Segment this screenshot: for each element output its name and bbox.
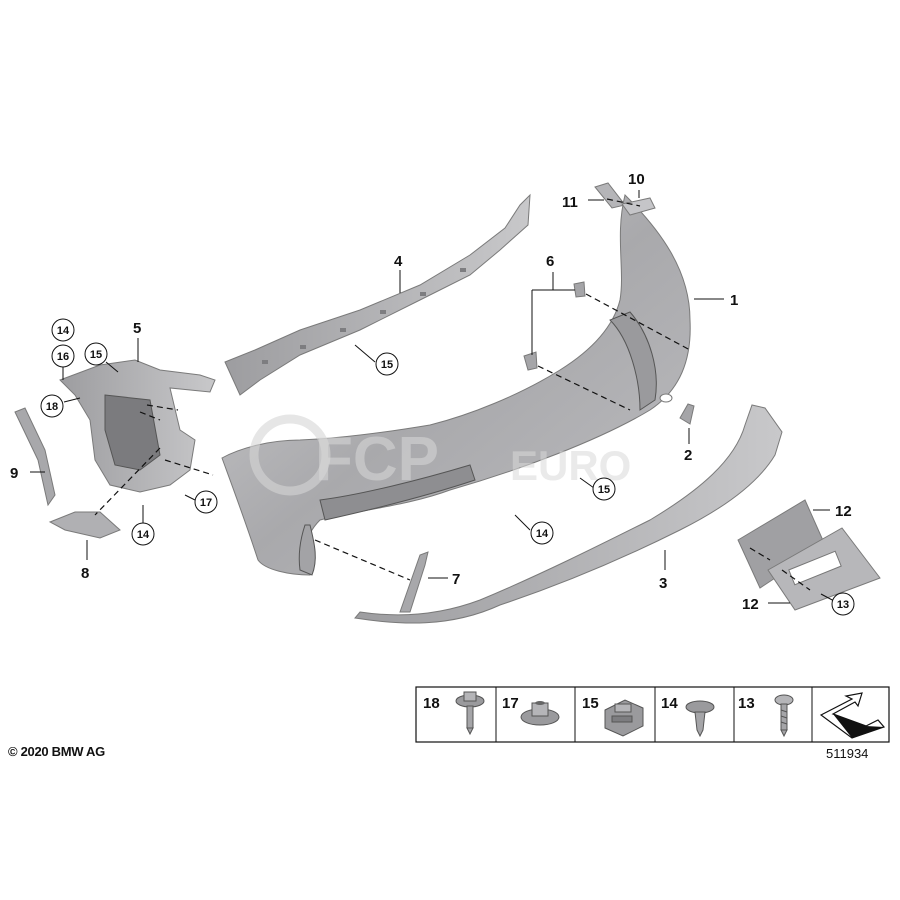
callout-1: 1 [730, 292, 738, 309]
license-bracket-part [737, 499, 881, 611]
callout-6: 6 [546, 253, 554, 270]
diagram-id: 511934 [826, 746, 869, 761]
fastener-legend: 18 17 15 14 [415, 686, 890, 743]
svg-text:14: 14 [137, 529, 150, 541]
watermark: FCP EURO [249, 414, 631, 496]
circled-callout-14-left-bottom: 14 [131, 522, 155, 546]
side-bracket-part [59, 359, 216, 493]
copyright-notice: © 2020 BMW AG [8, 744, 105, 759]
circled-callout-13: 13 [831, 592, 855, 616]
direction-arrow-icon [819, 692, 886, 739]
bumper-cover-part [221, 194, 691, 576]
callout-8: 8 [81, 565, 89, 582]
callout-4: 4 [394, 253, 403, 270]
svg-text:13: 13 [837, 599, 849, 611]
circled-callout-17: 17 [194, 490, 218, 514]
legend-cell-15: 15 [582, 695, 644, 737]
small-reflector-part [399, 551, 429, 613]
svg-text:18: 18 [46, 401, 58, 413]
svg-text:14: 14 [661, 695, 678, 712]
collar-nut-icon [520, 701, 560, 726]
circled-callout-14-center: 14 [530, 521, 554, 545]
circled-callout-15-carrier: 15 [375, 352, 399, 376]
legend-cell-13: 13 [738, 694, 794, 738]
top-clip-part [594, 182, 626, 209]
legend-cell-18: 18 [423, 691, 485, 736]
circled-callout-18: 18 [40, 394, 64, 418]
reflector-strip-part [14, 407, 56, 507]
circled-callouts: 13 14 14 14 15 15 15 16 17 18 [40, 318, 855, 616]
svg-text:17: 17 [502, 695, 519, 712]
collar-screw-icon [455, 691, 485, 736]
svg-text:14: 14 [536, 528, 549, 540]
callout-10: 10 [628, 171, 645, 188]
svg-text:15: 15 [582, 695, 599, 712]
svg-text:14: 14 [57, 325, 70, 337]
circled-callout-16: 16 [51, 344, 75, 368]
svg-text:18: 18 [423, 695, 440, 712]
svg-text:15: 15 [90, 349, 102, 361]
callout-7: 7 [452, 571, 460, 588]
dashed-connection-lines [94, 198, 811, 591]
trim-piece-part [48, 511, 121, 539]
callout-11: 11 [562, 194, 578, 211]
svg-text:EURO: EURO [510, 442, 631, 489]
callout-5: 5 [133, 320, 141, 337]
top-seal-part [621, 197, 656, 216]
callout-9: 9 [10, 465, 18, 482]
svg-text:15: 15 [598, 484, 610, 496]
legend-cell-17: 17 [502, 695, 560, 726]
callout-2: 2 [684, 447, 692, 464]
torx-screw-icon [774, 694, 794, 738]
expanding-rivet-icon [685, 700, 715, 738]
leader-lines [30, 190, 837, 604]
callout-12-bottom: 12 [742, 596, 759, 613]
legend-cell-arrow [819, 692, 886, 739]
svg-text:FCP: FCP [315, 425, 439, 494]
callout-12-top: 12 [835, 503, 852, 520]
bumper-carrier-part [224, 193, 531, 396]
callout-labels: 1 2 3 4 5 6 7 8 9 10 11 12 12 [10, 171, 852, 613]
mount-bracket-part [523, 281, 586, 371]
spring-nut-icon [604, 699, 644, 737]
clip-part [679, 403, 695, 425]
circled-callout-14-left-top: 14 [51, 318, 75, 342]
circled-callout-15-left: 15 [84, 342, 108, 366]
diffuser-trim-part [354, 404, 783, 624]
svg-text:13: 13 [738, 695, 755, 712]
callout-3: 3 [659, 575, 667, 592]
svg-text:16: 16 [57, 351, 69, 363]
legend-cell-14: 14 [661, 695, 715, 738]
svg-text:15: 15 [381, 359, 393, 371]
circled-callout-15-center: 15 [592, 477, 616, 501]
svg-text:17: 17 [200, 497, 212, 509]
